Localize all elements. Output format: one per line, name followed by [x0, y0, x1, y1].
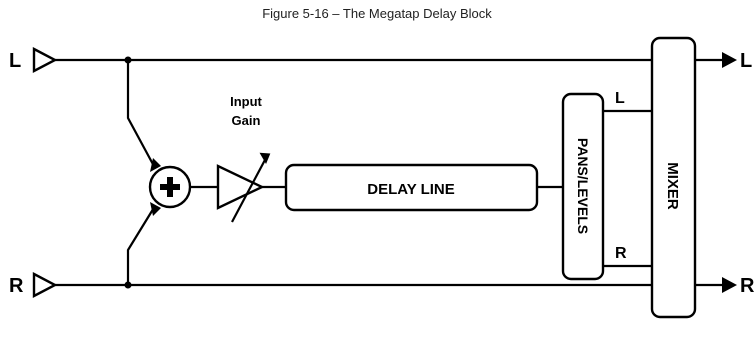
pans-levels-label: PANS/LEVELS — [575, 138, 591, 234]
pans-levels-block — [561, 92, 605, 281]
output-left-arrow-icon — [722, 52, 737, 68]
input-left-label: L — [9, 50, 21, 72]
delay-line-label: DELAY LINE — [367, 181, 455, 198]
gain-adjust-arrowhead-icon — [259, 152, 271, 165]
pans-left-label: L — [615, 90, 625, 107]
input-gain-amplifier-icon — [216, 164, 265, 210]
output-right-arrow-icon — [722, 277, 737, 293]
input-right-label: R — [9, 275, 24, 297]
input-right-arrow-icon — [32, 272, 58, 298]
pans-right-label: R — [615, 245, 627, 262]
left-feed-wire — [126, 60, 156, 169]
gain-adjust-arrow-line — [231, 157, 267, 223]
input-left-arrow-icon — [32, 47, 58, 73]
figure-caption: Figure 5-16 – The Megatap Delay Block — [262, 6, 492, 21]
input-gain-label-line2: Gain — [232, 113, 261, 128]
right-feed-arrow-icon — [150, 202, 161, 216]
left-feed-arrow-icon — [150, 158, 161, 172]
right-feed-wire — [126, 205, 156, 285]
output-right-label: R — [740, 275, 754, 297]
output-left-label: L — [740, 50, 752, 72]
input-gain-label-line1: Input — [230, 94, 262, 109]
mixer-label: MIXER — [664, 162, 681, 210]
plus-icon — [160, 177, 180, 197]
mixer-block — [650, 36, 697, 319]
